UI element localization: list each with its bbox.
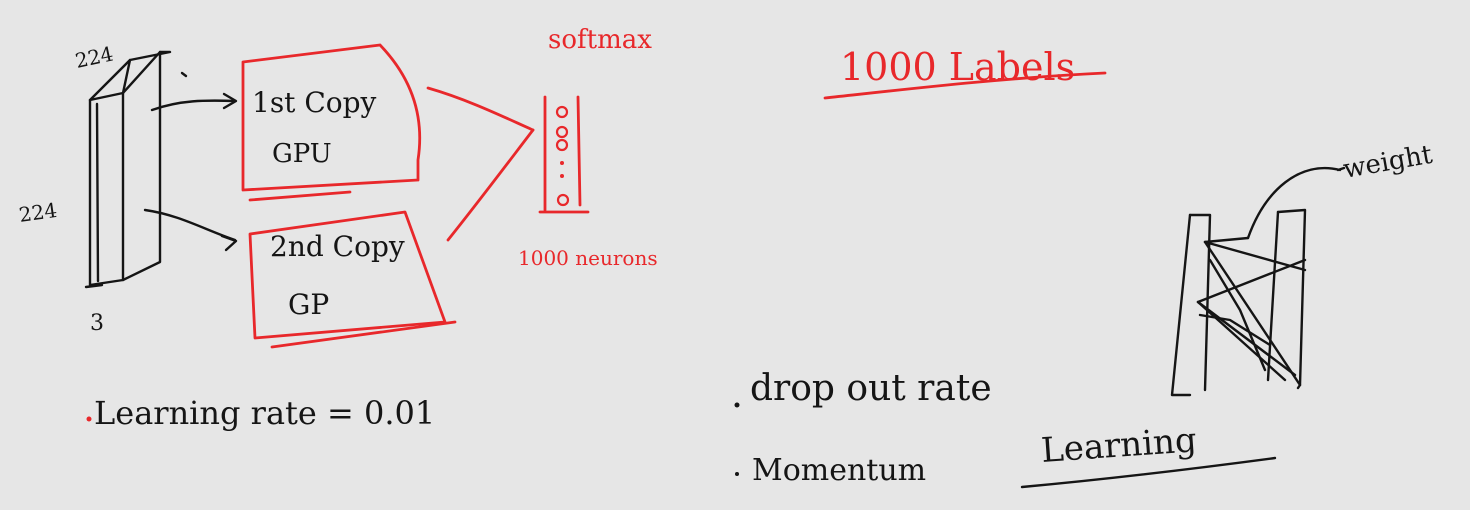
- dropout-note: drop out rate: [750, 368, 992, 409]
- gpu1-line1: 1st Copy: [252, 86, 377, 119]
- arrow-to-gpu1: [150, 92, 238, 112]
- gpu2-line1: 2nd Copy: [270, 230, 405, 263]
- gpu-box-first: [241, 43, 422, 192]
- weight-diagram: [1170, 166, 1346, 397]
- softmax-column: [538, 95, 590, 214]
- input-width-label: 224: [73, 41, 115, 72]
- labels-underline: [823, 71, 1107, 100]
- softmax-caption: 1000 neurons: [518, 246, 658, 270]
- gpu2-line2: GP: [288, 288, 329, 321]
- labels-heading: 1000 Labels: [840, 45, 1075, 89]
- learning-rate-note: Learning rate = 0.01: [94, 394, 435, 432]
- softmax-title: softmax: [548, 25, 652, 55]
- connector-bottom: [446, 128, 535, 242]
- input-volume: [84, 50, 188, 289]
- input-height-label: 224: [17, 198, 58, 227]
- dropout-bullet: [734, 402, 740, 408]
- learning-rate-bullet: [86, 416, 92, 422]
- gpu1-line2: GPU: [272, 139, 332, 169]
- input-depth-label: 3: [90, 311, 104, 336]
- connector-top: [426, 86, 535, 132]
- weight-label: weight: [1341, 140, 1435, 185]
- momentum-learning: Learning: [1040, 420, 1198, 471]
- arrow-to-gpu2: [143, 208, 238, 252]
- momentum-underline: [1020, 456, 1277, 489]
- momentum-note: Momentum: [752, 453, 926, 488]
- gpu-box-second: [248, 190, 457, 349]
- momentum-bullet: [735, 472, 739, 476]
